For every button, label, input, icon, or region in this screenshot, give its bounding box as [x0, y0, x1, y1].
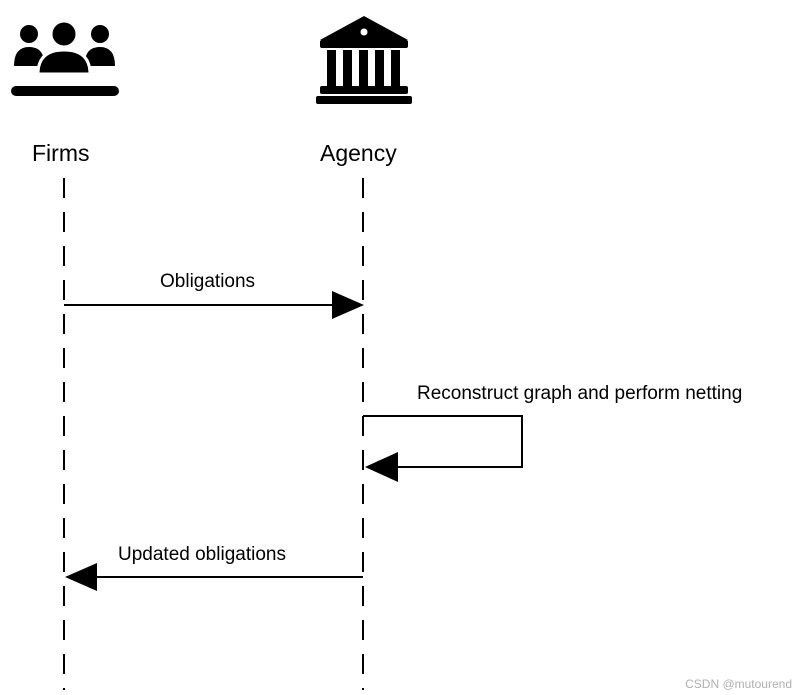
netting-message-label: Reconstruct graph and perform netting — [417, 383, 743, 404]
updated-obligations-arrow — [65, 563, 363, 591]
bank-building-icon — [316, 16, 412, 104]
netting-self-arrow — [363, 415, 523, 482]
firms-label: Firms — [32, 140, 90, 166]
updated-obligations-message-label: Updated obligations — [118, 544, 286, 565]
watermark: CSDN @mutourend — [685, 677, 792, 691]
people-group-icon — [11, 19, 119, 96]
obligations-message-label: Obligations — [160, 271, 256, 292]
obligations-arrow — [64, 291, 364, 319]
agency-label: Agency — [320, 140, 397, 166]
